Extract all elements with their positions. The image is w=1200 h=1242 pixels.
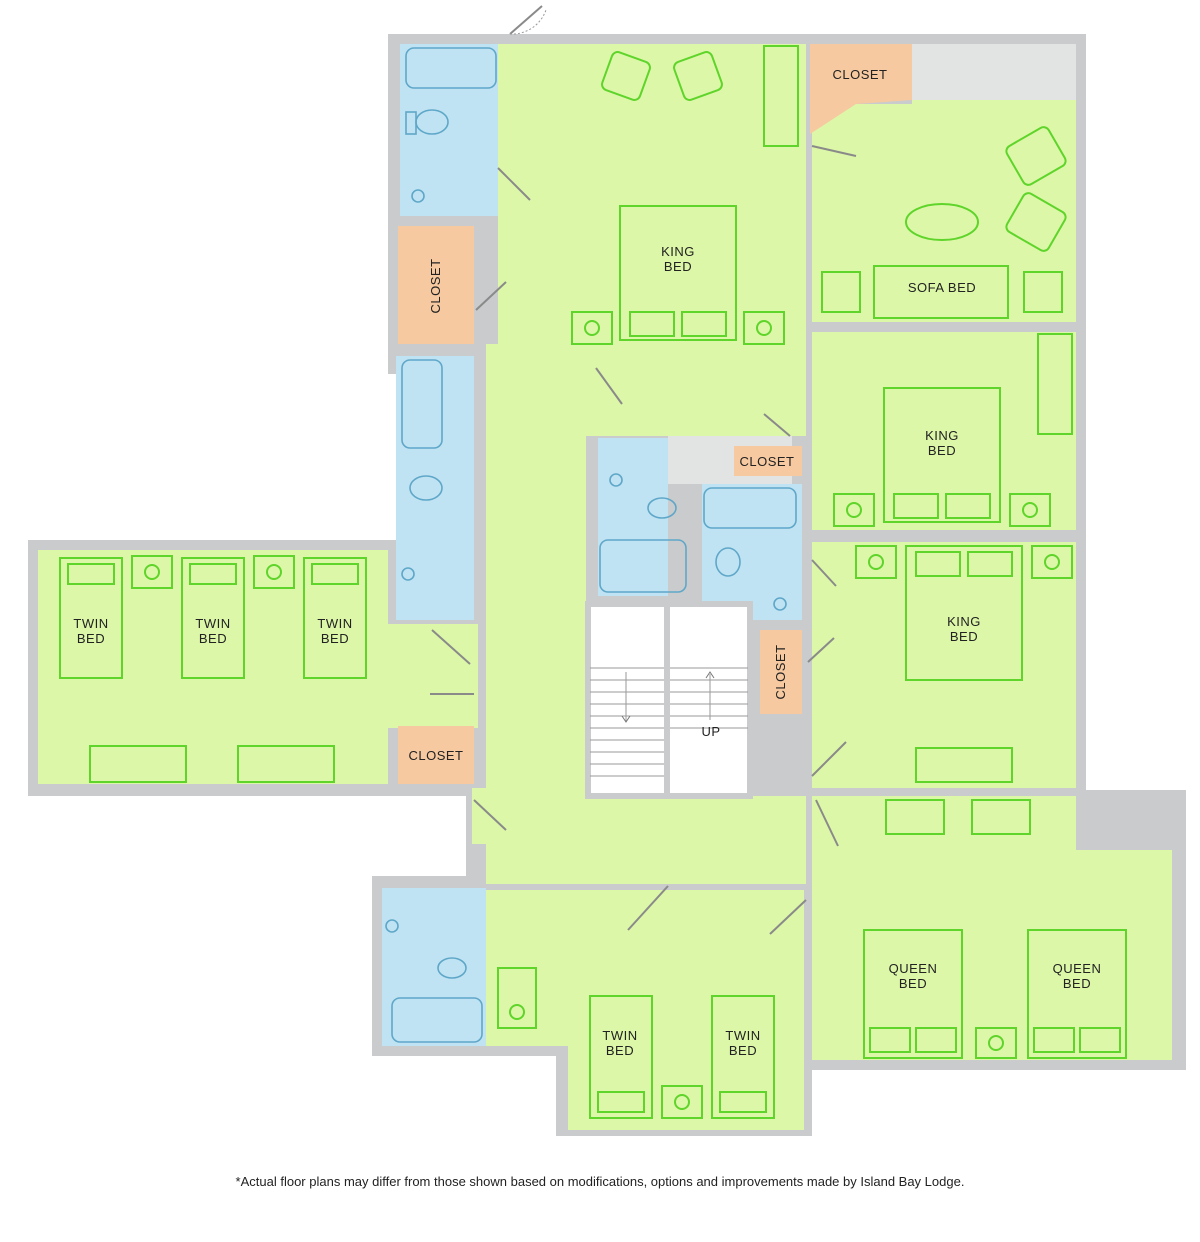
closet-left-lower-label: CLOSET	[408, 748, 463, 763]
king-bed-3-label-line1: KING	[947, 614, 981, 629]
twin-bed-d-label-line2: BED	[606, 1043, 634, 1058]
king-bed-2-label-line1: KING	[925, 428, 959, 443]
closet-vertical-center-label: CLOSET	[773, 644, 788, 699]
queen-bed-b-label-line2: BED	[1063, 976, 1091, 991]
closet-center	[734, 446, 802, 476]
king-bed-1-label-line1: KING	[661, 244, 695, 259]
stairs-up-label: UP	[701, 724, 720, 739]
bath-fixtures	[385, 47, 797, 1043]
furniture	[59, 45, 1127, 1119]
twin-bed-e-label-line2: BED	[729, 1043, 757, 1058]
king-bed-1-label-line2: BED	[664, 259, 692, 274]
closet-left-upper-label: CLOSET	[428, 258, 443, 313]
queen-bed-a-label-line1: QUEEN	[889, 961, 938, 976]
closet-vertical-center	[760, 630, 802, 714]
closet-top-right	[810, 44, 912, 134]
twin-bed-a-label-line1: TWIN	[73, 616, 108, 631]
stairs	[585, 601, 753, 799]
twin-bed-c-label-line1: TWIN	[317, 616, 352, 631]
twin-bed-c-label-line2: BED	[321, 631, 349, 646]
bathrooms	[382, 44, 802, 1046]
closet-left-upper	[398, 226, 474, 344]
sofa-bed-label: SOFA BED	[908, 280, 976, 295]
queen-bed-a-label-line2: BED	[899, 976, 927, 991]
twin-bed-b-label-line1: TWIN	[195, 616, 230, 631]
room-labels: CLOSET CLOSET KING BED SOFA BED KING BED…	[73, 67, 1102, 1058]
king-bed-3-label-line2: BED	[950, 629, 978, 644]
closets	[398, 44, 912, 784]
king-bed-2-label-line2: BED	[928, 443, 956, 458]
closet-left-lower	[398, 726, 474, 784]
doors	[430, 5, 857, 935]
twin-bed-a-label-line2: BED	[77, 631, 105, 646]
twin-bed-d-label-line1: TWIN	[602, 1028, 637, 1043]
closet-top-right-label: CLOSET	[832, 67, 887, 82]
twin-bed-e-label-line1: TWIN	[725, 1028, 760, 1043]
twin-bed-b-label-line2: BED	[199, 631, 227, 646]
closet-center-label: CLOSET	[739, 454, 794, 469]
disclaimer-footnote: *Actual floor plans may differ from thos…	[235, 1174, 965, 1189]
queen-bed-b-label-line1: QUEEN	[1053, 961, 1102, 976]
